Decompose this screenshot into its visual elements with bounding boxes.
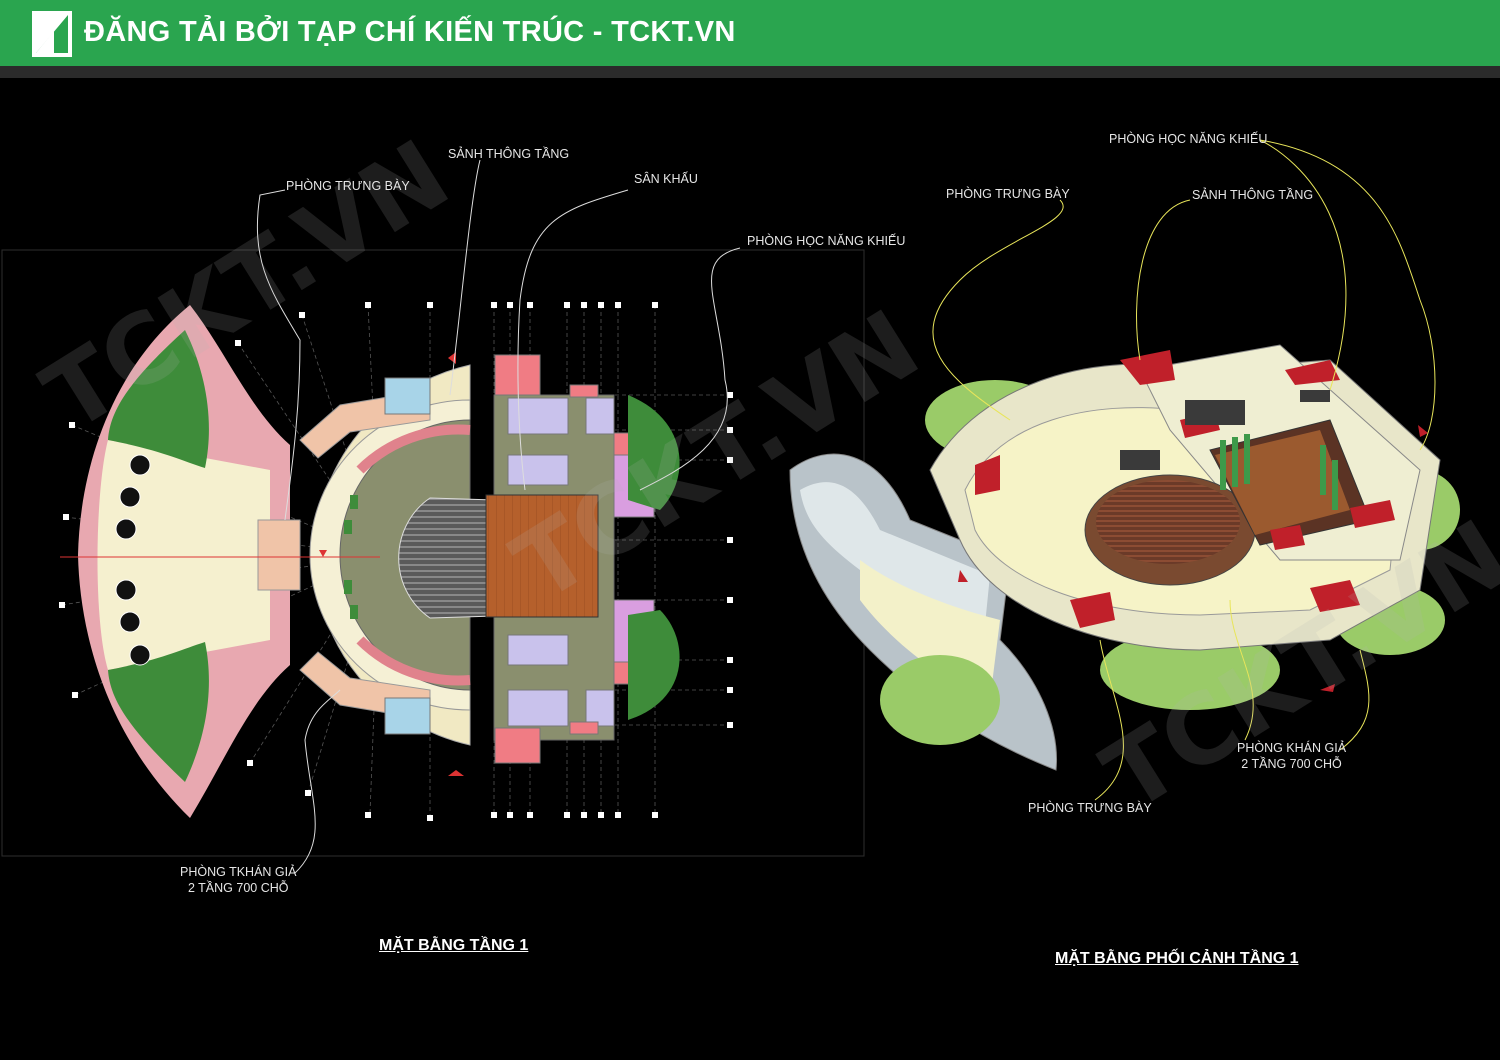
- caption-right: MẶT BẰNG PHỐI CẢNH TẦNG 1: [1055, 950, 1299, 967]
- left-leader-lines: [256, 159, 741, 874]
- classrooms: [507, 397, 615, 727]
- label-sanh-thong-tang-left: SẢNH THÔNG TẦNG: [448, 147, 570, 161]
- lawn-right-top: [628, 395, 680, 510]
- right-leader-lines: [932, 139, 1436, 801]
- label-phong-trung-bay-right-top: PHÒNG TRƯNG BÀY: [946, 187, 1070, 201]
- header-banner: ĐĂNG TẢI BỞI TẠP CHÍ KIẾN TRÚC - TCKT.VN: [0, 0, 1500, 66]
- left-floor-plan: [1, 159, 865, 874]
- lawn-3d-2: [1100, 630, 1280, 710]
- label-phong-hoc-nang-khieu-right: PHÒNG HỌC NĂNG KHIẾU: [1109, 132, 1268, 146]
- banner-title: ĐĂNG TẢI BỞI TẠP CHÍ KIẾN TRÚC - TCKT.VN: [84, 16, 736, 48]
- label-phong-khan-gia-left-line1: PHÒNG TKHÁN GIẢ: [180, 865, 297, 879]
- lawn-right-bottom: [628, 610, 680, 720]
- banner-divider: [0, 66, 1500, 78]
- label-phong-khan-gia-left: PHÒNG TKHÁN GIẢ 2 TẦNG 700 CHỖ: [180, 864, 296, 896]
- plaza-inner-3d: [800, 482, 990, 625]
- label-phong-khan-gia-right: PHÒNG KHÁN GIẢ 2 TẦNG 700 CHỖ: [1237, 740, 1346, 772]
- label-sanh-thong-tang-right: SẢNH THÔNG TẦNG: [1192, 188, 1314, 202]
- lawn-top: [108, 330, 209, 468]
- label-phong-trung-bay-right-bottom: PHÒNG TRƯNG BÀY: [1028, 801, 1152, 815]
- label-phong-trung-bay-left: PHÒNG TRƯNG BÀY: [286, 179, 410, 193]
- wc-top: [384, 377, 431, 415]
- auditorium-seating: [398, 497, 496, 619]
- wc-bottom: [384, 697, 431, 735]
- label-phong-khan-gia-right-line1: PHÒNG KHÁN GIẢ: [1237, 741, 1347, 755]
- grid-markers: [59, 302, 733, 821]
- plaza-columns: [115, 454, 151, 666]
- label-phong-khan-gia-left-line2: 2 TẦNG 700 CHỖ: [187, 881, 289, 895]
- entrance-plaza: [97, 440, 271, 670]
- label-san-khau: SÂN KHẤU: [634, 172, 698, 186]
- label-phong-hoc-nang-khieu-left: PHÒNG HỌC NĂNG KHIẾU: [747, 234, 906, 248]
- label-phong-khan-gia-right-line2: 2 TẦNG 700 CHỖ: [1241, 757, 1342, 771]
- stage: [485, 494, 599, 618]
- exhibition-room-mid: [257, 519, 301, 591]
- lawn-bottom: [108, 642, 209, 782]
- right-perspective-plan: [789, 139, 1460, 801]
- tckt-logo-icon: [32, 11, 72, 57]
- caption-left: MẶT BẰNG TẦNG 1: [379, 937, 529, 954]
